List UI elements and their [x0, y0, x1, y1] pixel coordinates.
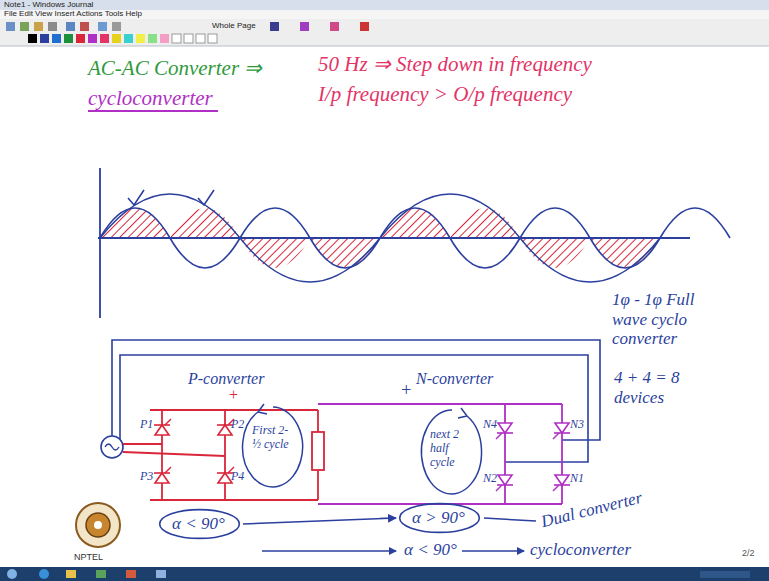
- arrow: [462, 550, 524, 552]
- thyristor-symbol: [496, 423, 513, 439]
- node-text: α < 90°: [172, 514, 227, 534]
- note: I/p frequency > O/p frequency: [318, 82, 572, 106]
- ac-source: [101, 436, 123, 458]
- note: 50 Hz ⇒ Step down in frequency: [318, 52, 592, 76]
- thyristor-symbol: [154, 419, 171, 435]
- taskbar-icons: [7, 569, 750, 579]
- toolbar-text: Whole Page: [212, 21, 256, 30]
- polarity-sign: +: [400, 380, 412, 401]
- device-label: P4: [231, 470, 244, 484]
- device-label: N3: [570, 418, 584, 432]
- thyristor-symbol: [154, 467, 171, 483]
- toolbar: [0, 19, 769, 46]
- supply-wires: [112, 340, 600, 462]
- node-text: α > 90°: [412, 508, 467, 528]
- arrow-connector: [243, 518, 396, 524]
- underline: [88, 110, 218, 112]
- current-loop: [243, 404, 482, 494]
- p-converter: [123, 410, 318, 500]
- condition-label: α < 90°: [404, 540, 457, 560]
- loop-label: next 2 half cycle: [430, 428, 474, 469]
- converter-label: N-converter: [416, 370, 493, 388]
- taskbar: [0, 567, 769, 581]
- device-label: P1: [140, 418, 153, 432]
- heading: AC-AC Converter ⇒: [88, 56, 262, 80]
- heading: cycloconverter: [88, 86, 213, 110]
- note: cycloconverter: [530, 540, 631, 560]
- thyristor-symbol: [496, 475, 513, 491]
- ellipse: [160, 510, 240, 539]
- note: 1φ - 1φ Full wave cyclo converter: [612, 290, 724, 349]
- condition-ellipse: α > 90°: [398, 502, 481, 534]
- toolbar-icons: [6, 22, 369, 43]
- thyristor-symbol: [553, 475, 570, 491]
- logo-text: NPTEL: [74, 552, 103, 562]
- device-label: P2: [231, 418, 244, 432]
- device-label: N2: [483, 472, 497, 486]
- polarity-sign: +: [228, 386, 239, 404]
- polarity-sign: −: [378, 508, 390, 529]
- thyristor-symbol: [553, 423, 570, 439]
- device-label: N4: [483, 418, 497, 432]
- load-resistor: [312, 432, 324, 470]
- arrow: [262, 550, 396, 552]
- leader-line: [484, 518, 536, 521]
- condition-ellipse: α < 90°: [158, 508, 241, 540]
- toolbar-border: [0, 46, 769, 47]
- menu-bar: [0, 10, 769, 19]
- note: 4 + 4 = 8 devices: [614, 368, 698, 407]
- nptel-logo: [76, 503, 120, 547]
- device-label: N1: [570, 472, 584, 486]
- n-converter: [318, 404, 562, 504]
- window-title: Note1 - Windows Journal: [4, 0, 93, 9]
- loop-label: First 2-½ cycle: [252, 424, 294, 452]
- menu-bar-text: File Edit View Insert Actions Tools Help: [4, 9, 142, 18]
- title-bar: [0, 0, 769, 10]
- page-number: 2/2: [742, 548, 755, 558]
- converter-label: P-converter: [188, 370, 264, 388]
- device-label: P3: [140, 470, 153, 484]
- note: Dual converter: [539, 488, 644, 532]
- ellipse: [400, 504, 480, 533]
